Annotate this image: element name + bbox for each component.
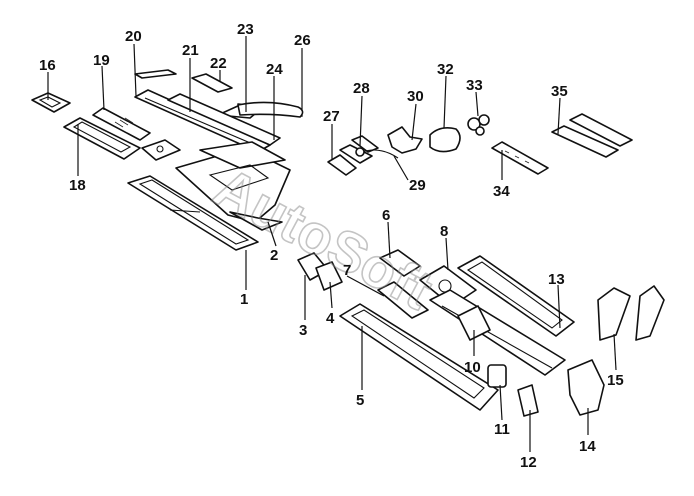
part-18-panel [63,117,141,160]
part-12-bracket [517,384,539,417]
callout-16: 16 [39,57,56,74]
callout-8: 8 [440,223,448,240]
part-5-rear-rail [339,303,499,411]
callout-1: 1 [240,291,248,308]
callout-12: 12 [520,454,537,471]
callout-5: 5 [356,392,364,409]
part-16-bracket [31,92,71,113]
part-15-reinforcement [597,285,665,341]
callout-10: 10 [464,359,481,376]
callout-11: 11 [494,421,510,438]
callout-23: 23 [237,21,254,38]
part-small-block [141,139,181,161]
part-22-clip [191,73,233,93]
callout-2: 2 [270,247,278,264]
part-1-floor-panel [127,175,259,251]
callout-26: 26 [294,32,311,49]
part-7-bracket [377,281,429,319]
callout-24: 24 [266,61,283,78]
callout-13: 13 [548,271,565,288]
callout-27: 27 [323,108,340,125]
callout-34: 34 [493,183,510,200]
callout-18: 18 [69,177,86,194]
callout-35: 35 [551,83,568,100]
part-35-rail [551,113,633,158]
callout-3: 3 [299,322,307,339]
part-11-plate [487,364,507,388]
callout-30: 30 [407,88,424,105]
callout-28: 28 [353,80,370,97]
part-30-bracket [387,126,423,154]
part-10-bracket [457,305,491,341]
part-14-mount [567,359,605,416]
part-33-fastener [467,114,490,136]
callout-29: 29 [409,177,426,194]
part-29-link [355,147,399,159]
callout-4: 4 [326,310,335,327]
callout-labels: 1 2 3 4 5 6 7 8 10 11 12 13 14 15 16 18 … [39,21,624,471]
callout-20: 20 [125,28,142,45]
callout-22: 22 [210,55,227,72]
callout-21: 21 [182,42,199,59]
part-13-side-member [457,255,575,337]
part-19-plate [92,107,151,141]
part-26-pipe [237,101,304,118]
callout-19: 19 [93,52,110,69]
callout-15: 15 [607,372,624,389]
callout-6: 6 [382,207,390,224]
part-24-crossmember [167,93,281,146]
callout-32: 32 [437,61,454,78]
part-34-strip [491,141,549,175]
part-4-bracket [315,261,343,291]
part-27-bracket [327,154,357,176]
callout-33: 33 [466,77,483,94]
leader-lines [47,36,617,452]
callout-7: 7 [343,262,351,279]
part-32-pad [429,127,461,153]
part-20-bar [134,69,177,79]
callout-14: 14 [579,438,596,455]
